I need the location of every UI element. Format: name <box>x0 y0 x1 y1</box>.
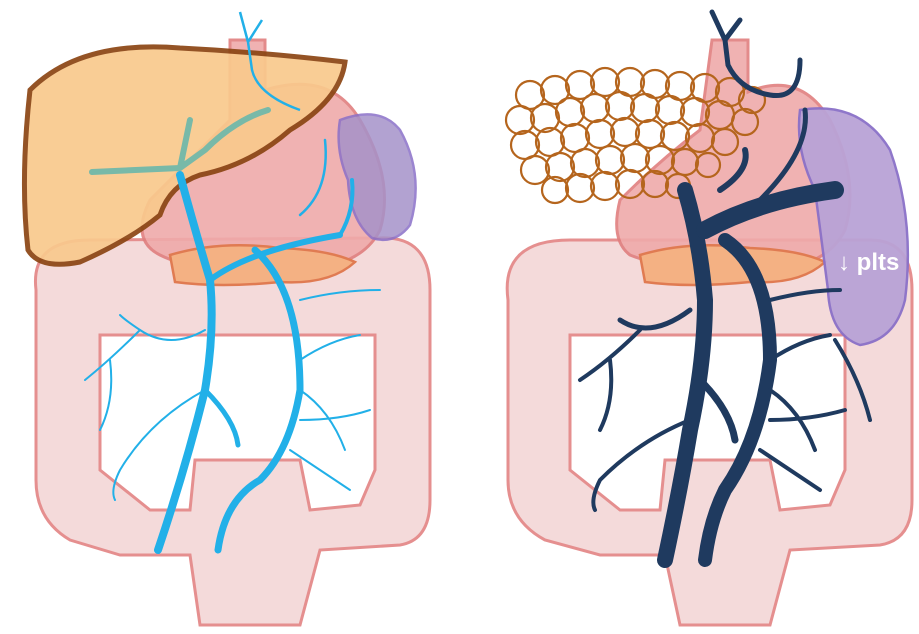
panel-cirrhotic: ↓ plts <box>506 12 912 625</box>
panel-normal <box>24 12 430 625</box>
platelet-annotation: ↓ plts <box>838 249 899 276</box>
